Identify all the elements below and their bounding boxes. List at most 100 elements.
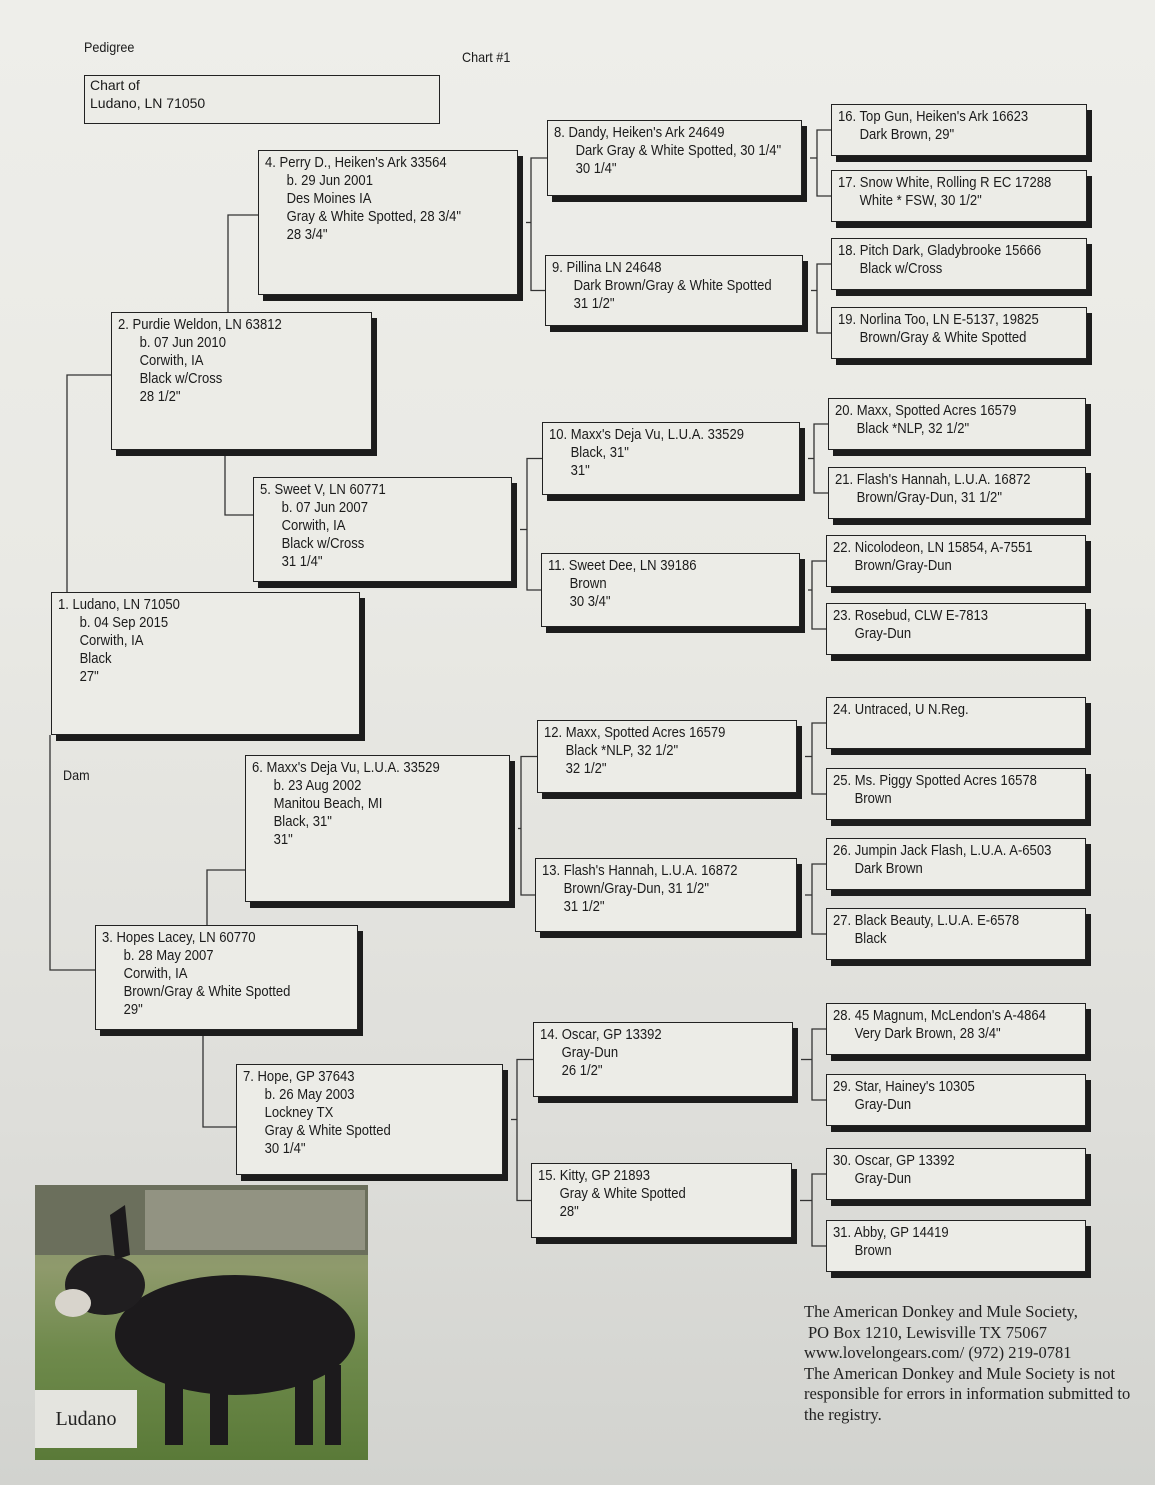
- horse-detail: Dark Brown/Gray & White Spotted: [573, 278, 772, 294]
- horse-name: 16. Top Gun, Heiken's Ark 16623: [838, 109, 1029, 125]
- horse-detail: Manitou Beach, MI: [273, 796, 383, 812]
- horse-detail: 27": [79, 669, 99, 685]
- horse-detail: Gray-Dun: [854, 1171, 912, 1187]
- horse-detail: 32 1/2": [565, 761, 607, 777]
- horse-detail: Black *NLP, 32 1/2": [856, 421, 970, 437]
- horse-detail: b. 07 Jun 2007: [281, 500, 368, 516]
- horse-detail: Dark Gray & White Spotted, 30 1/4": [575, 143, 782, 159]
- pedigree-box-2: 2. Purdie Weldon, LN 63812 b. 07 Jun 2010…: [111, 312, 372, 450]
- horse-detail: Black: [79, 651, 112, 667]
- horse-detail: White * FSW, 30 1/2": [859, 193, 982, 209]
- horse-detail: Corwith, IA: [281, 518, 346, 534]
- photo-caption: Ludano: [35, 1390, 137, 1448]
- horse-detail: 28 1/2": [139, 389, 181, 405]
- horse-name: 24. Untraced, U N.Reg.: [833, 702, 969, 718]
- horse-detail: 30 1/4": [575, 161, 617, 177]
- horse-detail: Lockney TX: [264, 1105, 334, 1121]
- horse-detail: Corwith, IA: [79, 633, 144, 649]
- chart-of-box: Chart of Ludano, LN 71050: [84, 75, 440, 124]
- connector-line: [526, 457, 542, 591]
- horse-name: 21. Flash's Hannah, L.U.A. 16872: [835, 472, 1031, 488]
- horse-detail: 31 1/4": [281, 554, 323, 570]
- horse-detail: 31": [273, 832, 293, 848]
- horse-detail: Brown/Gray-Dun, 31 1/2": [563, 881, 709, 897]
- footer-line: The American Donkey and Mule Society is …: [804, 1363, 1116, 1383]
- horse-detail: Brown/Gray-Dun: [854, 558, 952, 574]
- footer-line: the registry.: [804, 1404, 882, 1424]
- horse-name: 27. Black Beauty, L.U.A. E-6578: [833, 913, 1020, 929]
- connector-line: [66, 374, 111, 592]
- connector-line: [811, 1173, 826, 1247]
- horse-name: 26. Jumpin Jack Flash, L.U.A. A-6503: [833, 843, 1052, 859]
- horse-name: 13. Flash's Hannah, L.U.A. 16872: [542, 863, 738, 879]
- horse-detail: 29": [123, 1002, 143, 1018]
- horse-detail: Very Dark Brown, 28 3/4": [854, 1026, 1001, 1042]
- connector-line: [811, 863, 826, 935]
- horse-detail: b. 23 Aug 2002: [273, 778, 362, 794]
- horse-detail: Brown/Gray & White Spotted: [123, 984, 291, 1000]
- horse-detail: Dark Brown: [854, 861, 923, 877]
- connector-line: [520, 755, 537, 896]
- society-footer: The American Donkey and Mule Society, PO…: [804, 1302, 1149, 1425]
- horse-name: 19. Norlina Too, LN E-5137, 19825: [838, 312, 1039, 328]
- horse-detail: Black w/Cross: [281, 536, 365, 552]
- horse-name: 11. Sweet Dee, LN 39186: [548, 558, 697, 574]
- connector-line: [202, 1030, 236, 1128]
- horse-detail: Corwith, IA: [123, 966, 188, 982]
- horse-detail: Dark Brown, 29": [859, 127, 955, 143]
- horse-detail: b. 26 May 2003: [264, 1087, 355, 1103]
- footer-line: The American Donkey and Mule Society,: [804, 1302, 1078, 1321]
- horse-name: 28. 45 Magnum, McLendon's A-4864: [833, 1008, 1046, 1024]
- horse-detail: Black: [854, 931, 887, 947]
- horse-name: 29. Star, Hainey's 10305: [833, 1079, 975, 1095]
- horse-detail: b. 07 Jun 2010: [139, 335, 226, 351]
- horse-detail: b. 04 Sep 2015: [79, 615, 169, 631]
- horse-name: 23. Rosebud, CLW E-7813: [833, 608, 988, 624]
- horse-detail: Black, 31": [570, 445, 629, 461]
- horse-detail: 28 3/4": [286, 227, 328, 243]
- horse-detail: Black, 31": [273, 814, 332, 830]
- donkey-photo: Ludano: [35, 1185, 368, 1460]
- horse-detail: Brown/Gray & White Spotted: [859, 330, 1027, 346]
- horse-detail: b. 28 May 2007: [123, 948, 214, 964]
- connector-line: [49, 735, 95, 971]
- connector-line: [816, 129, 831, 197]
- horse-name: 2. Purdie Weldon, LN 63812: [118, 317, 282, 333]
- horse-detail: 31": [570, 463, 590, 479]
- footer-website[interactable]: www.lovelongears.com/ (972) 219-0781: [804, 1343, 1072, 1362]
- horse-name: 14. Oscar, GP 13392: [540, 1027, 662, 1043]
- horse-name: 4. Perry D., Heiken's Ark 33564: [265, 155, 447, 171]
- footer-line: PO Box 1210, Lewisville TX 75067: [808, 1322, 1047, 1342]
- horse-detail: 30 1/4": [264, 1141, 306, 1157]
- horse-name: 1. Ludano, LN 71050: [58, 597, 180, 613]
- horse-name: 12. Maxx, Spotted Acres 16579: [544, 725, 726, 741]
- horse-name: 30. Oscar, GP 13392: [833, 1153, 955, 1169]
- horse-name: 5. Sweet V, LN 60771: [260, 482, 386, 498]
- horse-name: 17. Snow White, Rolling R EC 17288: [838, 175, 1052, 191]
- horse-name: 8. Dandy, Heiken's Ark 24649: [554, 125, 725, 141]
- horse-detail: Brown: [854, 1243, 892, 1259]
- horse-name: 6. Maxx's Deja Vu, L.U.A. 33529: [252, 760, 440, 776]
- horse-detail: Brown/Gray-Dun, 31 1/2": [856, 490, 1002, 506]
- horse-name: 3. Hopes Lacey, LN 60770: [102, 930, 256, 946]
- connector-line: [224, 450, 253, 516]
